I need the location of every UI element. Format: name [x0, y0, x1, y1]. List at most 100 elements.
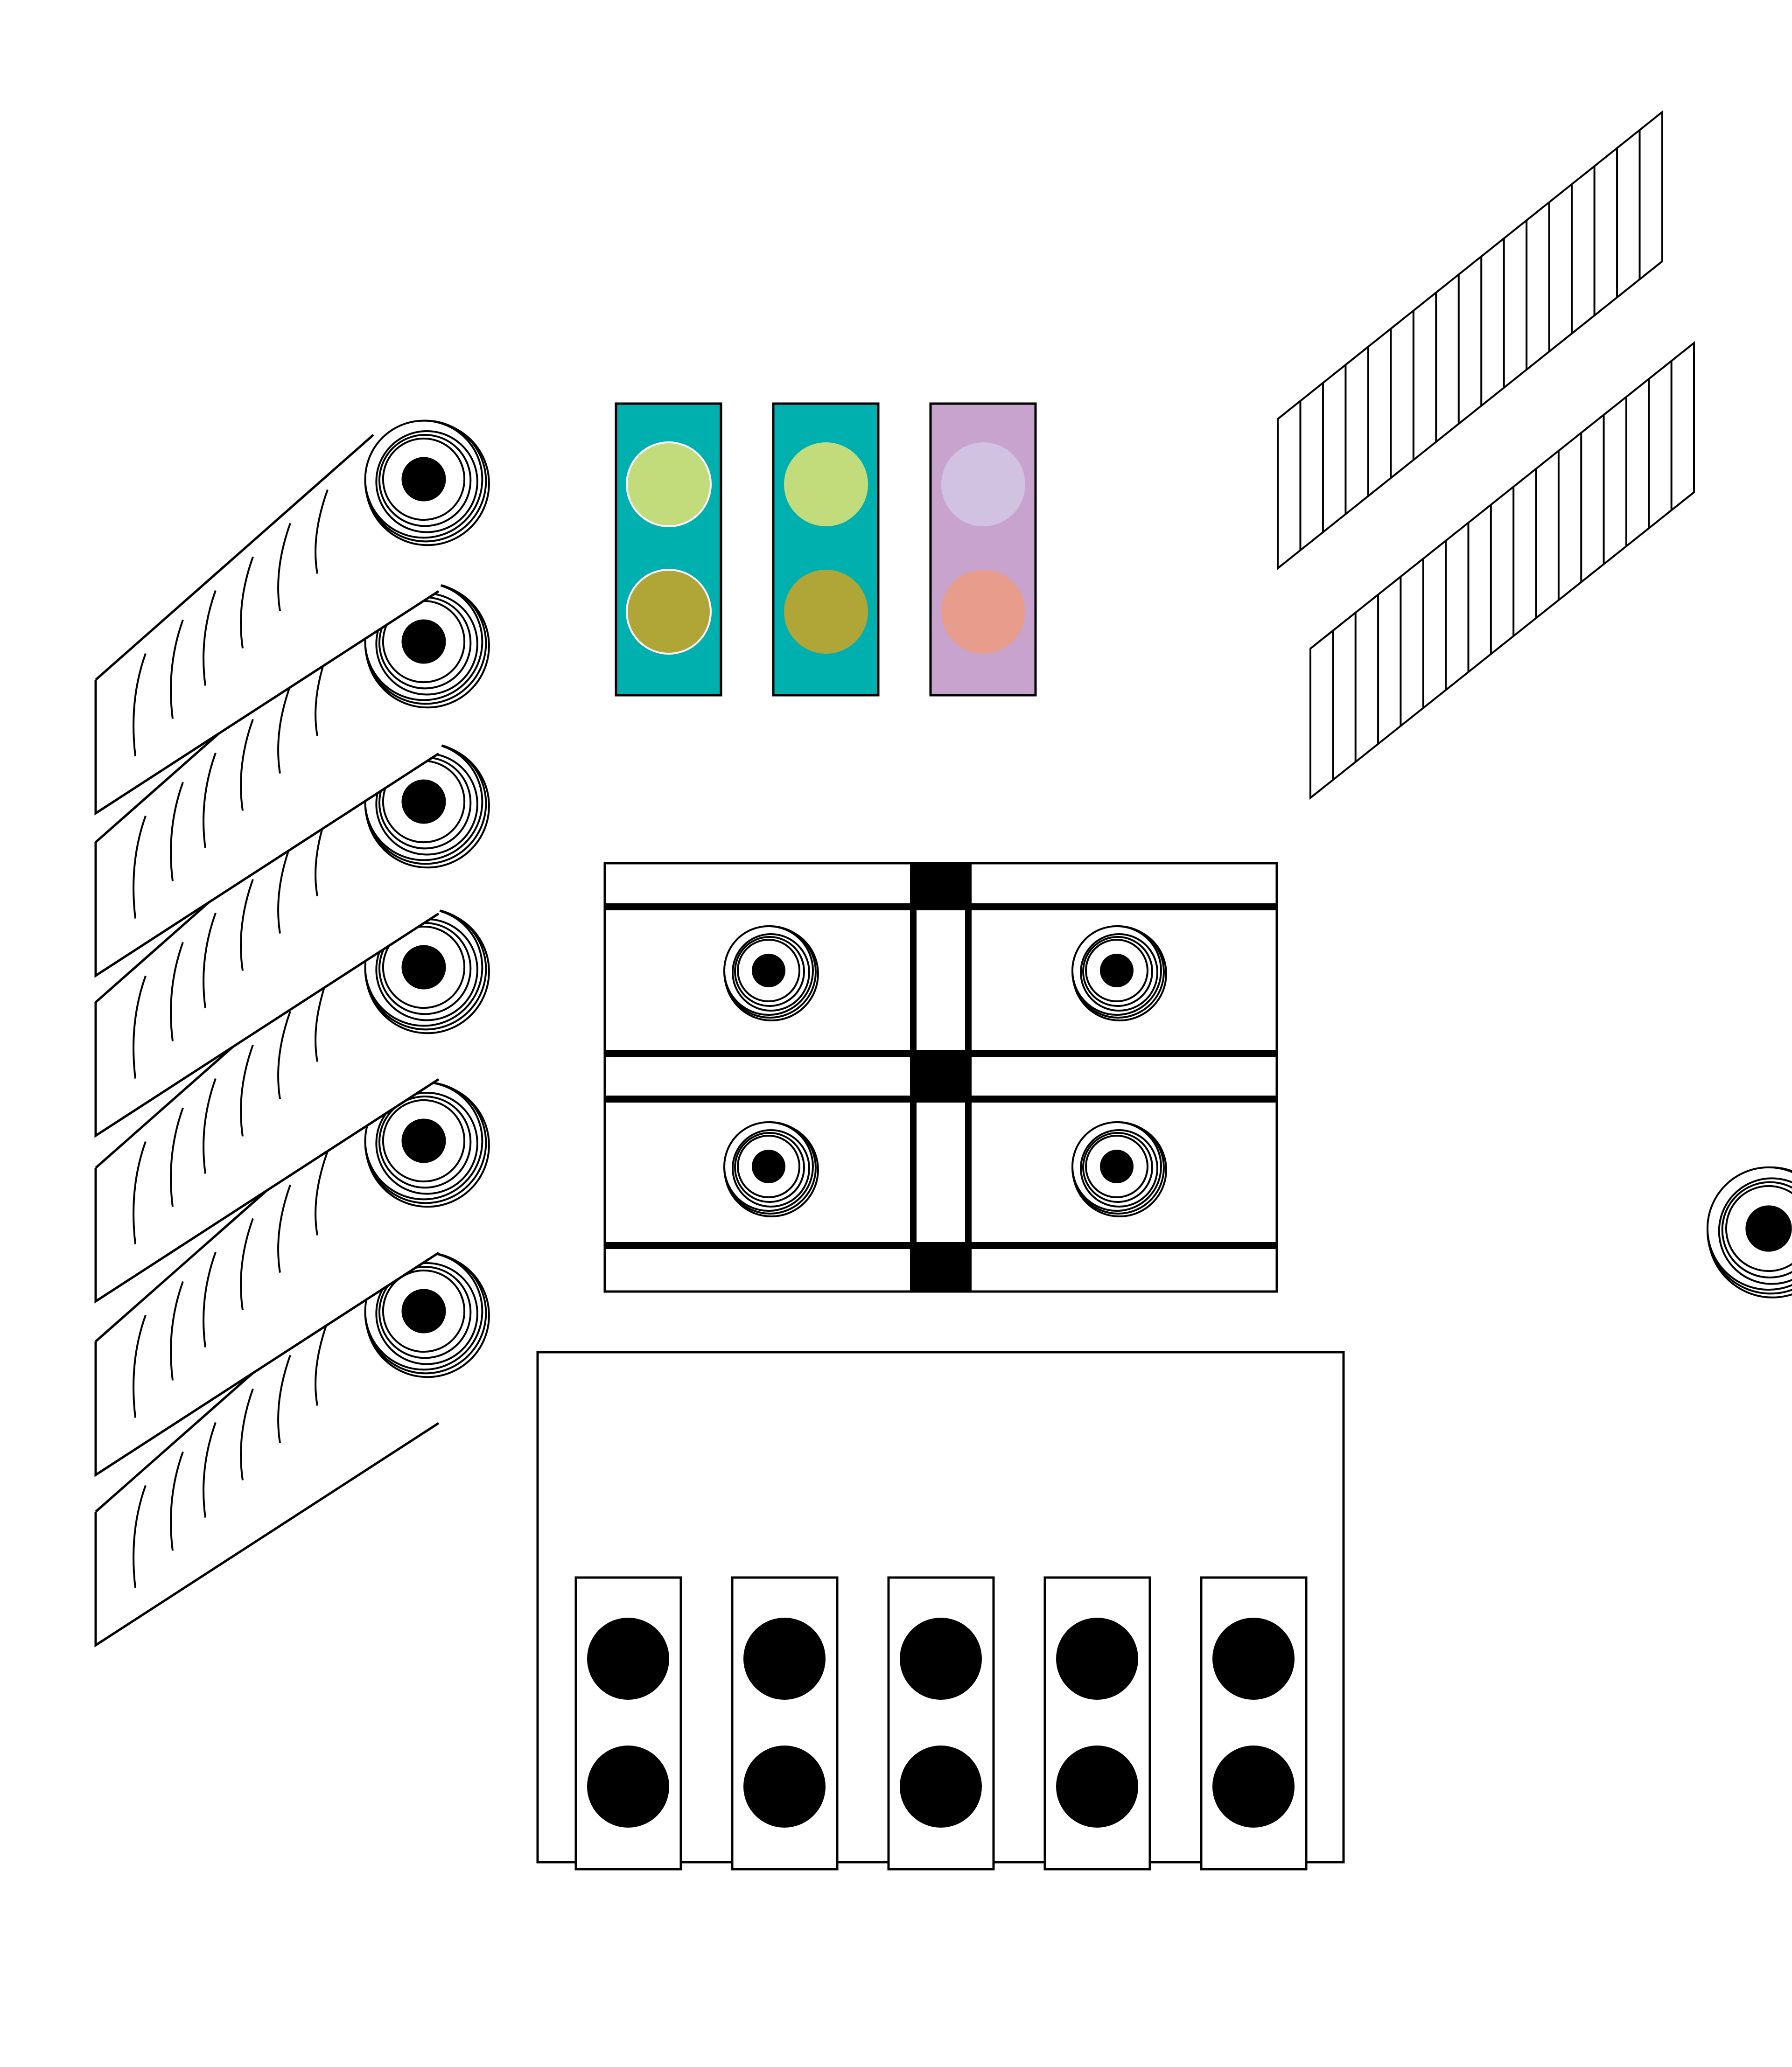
rolled-sheet-4-curl-5: [277, 1011, 291, 1099]
rolled-sheet-1-curl-1: [133, 653, 147, 756]
indicator-bar-5-dot-bottom: [1212, 1746, 1295, 1828]
rolled-sheet-4-spool-icon-ring-core: [382, 925, 466, 1009]
rolled-sheet-5-curl-6: [315, 1151, 329, 1236]
legend-bar-2-dot-bottom: [784, 570, 868, 654]
frame-spool-icon-2-ring-inner: [1082, 936, 1153, 1007]
rolled-sheet-3-curl-5: [277, 845, 291, 934]
rolled-sheet-1-fill: [96, 451, 467, 813]
indicator-bar-2: [731, 1576, 839, 1871]
rolled-sheet-1-spool-icon-ring-outer: [375, 430, 478, 533]
rolled-sheet-6-spool-icon: [364, 1251, 490, 1378]
rolled-sheet-5: [94, 1081, 490, 1477]
indicator-bar-2-dot-top: [743, 1618, 826, 1700]
legend-bar-2: [772, 402, 880, 697]
rolled-sheet-1-edge: [94, 590, 440, 816]
edge-spool: [1706, 1166, 1792, 1299]
indicator-bars: [574, 1576, 1308, 1871]
frame-spool-icon-1-ring-core: [737, 939, 800, 1002]
frame-spool-icon-2: [1071, 925, 1167, 1021]
slotted-frame: [603, 862, 1278, 1293]
rolled-sheet-5-spool-icon-hub: [401, 1118, 446, 1163]
rolled-sheet-3-curl-3: [203, 912, 217, 1008]
rolled-sheet-1-spool-icon-ring-inner: [378, 433, 472, 527]
rolled-sheet-2-spool-icon-hub: [401, 619, 446, 664]
indicator-bar-4: [1043, 1576, 1151, 1871]
rolled-sheet-5-curl-4: [240, 1218, 254, 1310]
rolled-sheet-6-curl-1: [133, 1485, 147, 1588]
rolled-sheet-6-spool-icon-ring-outer: [375, 1262, 478, 1365]
rolled-sheet-4-spool-icon-hub: [401, 945, 446, 990]
indicator-bar-3-dot-bottom: [900, 1746, 982, 1828]
rolled-sheet-4-curl-1: [133, 1141, 147, 1244]
rolled-sheet-2-curl-5: [277, 685, 291, 774]
rolled-sheet-stack: [94, 419, 490, 1648]
hatched-ramp-2-outline: [1309, 341, 1695, 800]
frame-spool-icon-1-hub: [752, 954, 785, 987]
frame-spool-icon-2-ring-outer: [1080, 933, 1158, 1012]
rolled-sheet-6-curl-3: [203, 1422, 217, 1518]
rolled-sheet-1-top-edge: [95, 434, 374, 681]
frame-spool-icon-1-ring-outer: [732, 933, 810, 1012]
color-legend-bars: [615, 402, 1037, 697]
frame-spool-icon-4-ring-inner: [1082, 1132, 1153, 1203]
rolled-sheet-4-curl-3: [203, 1078, 217, 1174]
rolled-sheet-6-curl-5: [277, 1355, 291, 1443]
rolled-sheet-2-curl-3: [203, 752, 217, 848]
rolled-sheet-4-edge: [94, 1078, 440, 1304]
rolled-sheet-3-curl-1: [133, 975, 147, 1079]
frame-spool-icon-3-hub: [752, 1150, 785, 1183]
rolled-sheet-5-curl-2: [170, 1281, 184, 1381]
frame-spool-icon-3-ring-core: [737, 1135, 800, 1198]
rolled-sheet-3-curl-2: [170, 942, 184, 1041]
edge-spool-icon-ring-inner: [1721, 1181, 1792, 1278]
frame-spool-icon-4-hub: [1100, 1150, 1134, 1183]
legend-bar-3-dot-top: [941, 442, 1025, 526]
frame-spool-icon-3-ring-outer: [732, 1129, 810, 1208]
rolled-sheet-3-curl-4: [240, 879, 254, 971]
rolled-sheet-1: [94, 419, 490, 816]
indicator-bar-3-dot-top: [900, 1618, 982, 1700]
rolled-sheet-5-curl-5: [277, 1184, 291, 1273]
rolled-sheet-6-edge: [94, 1422, 440, 1648]
edge-spool-icon-hub: [1745, 1205, 1792, 1252]
rolled-sheet-4-curl-4: [240, 1044, 254, 1137]
rolled-sheet-1-curl-2: [170, 619, 184, 719]
rolled-sheet-2-edge: [94, 752, 440, 978]
frame-spool-icon-3: [723, 1121, 819, 1217]
rolled-sheet-5-spool-icon: [364, 1081, 490, 1208]
rolled-sheet-1-spool-icon: [364, 419, 490, 546]
legend-bar-1: [615, 402, 722, 697]
indicator-bar-1-dot-bottom: [587, 1746, 669, 1828]
legend-bar-2-dot-top: [784, 442, 868, 526]
frame-spool-icon-4-ring-core: [1085, 1135, 1148, 1198]
frame-spool-icon-4-ring-outer: [1080, 1129, 1158, 1208]
frame-block-top: [910, 863, 972, 910]
rolled-sheet-5-curl-1: [133, 1314, 147, 1418]
rolled-sheet-4-fill: [96, 939, 467, 1301]
indicator-bar-4-dot-bottom: [1056, 1746, 1138, 1828]
indicator-bar-5-dot-top: [1212, 1618, 1295, 1700]
hatched-ramp-1: [1277, 110, 1663, 571]
indicator-bar-4-dot-top: [1056, 1618, 1138, 1700]
indicator-bar-5: [1200, 1576, 1308, 1871]
frame-spool-icon-3-ring-inner: [734, 1132, 805, 1203]
rolled-sheet-3-spool-icon-hub: [401, 779, 446, 824]
hatched-ramp-2: [1309, 341, 1695, 800]
rolled-sheet-6-curl-2: [170, 1451, 184, 1551]
rolled-sheet-5-spool-icon-ring-core: [382, 1099, 466, 1183]
rolled-sheet-1-curl-4: [240, 556, 254, 649]
rolled-sheet-2-curl-4: [240, 719, 254, 811]
legend-bar-3-dot-bottom: [941, 570, 1025, 654]
rolled-sheet-2-curl-2: [170, 782, 184, 881]
legend-bar-3: [929, 402, 1037, 697]
indicator-box: [536, 1351, 1345, 1871]
rolled-sheet-5-edge: [94, 1251, 440, 1477]
rolled-sheet-5-curl-3: [203, 1251, 217, 1348]
edge-spool-icon-ring-core: [1725, 1185, 1792, 1272]
rolled-sheet-4-curl-2: [170, 1107, 184, 1207]
rolled-sheet-1-curl-3: [203, 590, 217, 686]
frame-block-middle: [910, 1050, 972, 1103]
rolled-sheet-6-spool-icon-ring-inner: [378, 1265, 472, 1359]
indicator-bar-3: [887, 1576, 995, 1871]
